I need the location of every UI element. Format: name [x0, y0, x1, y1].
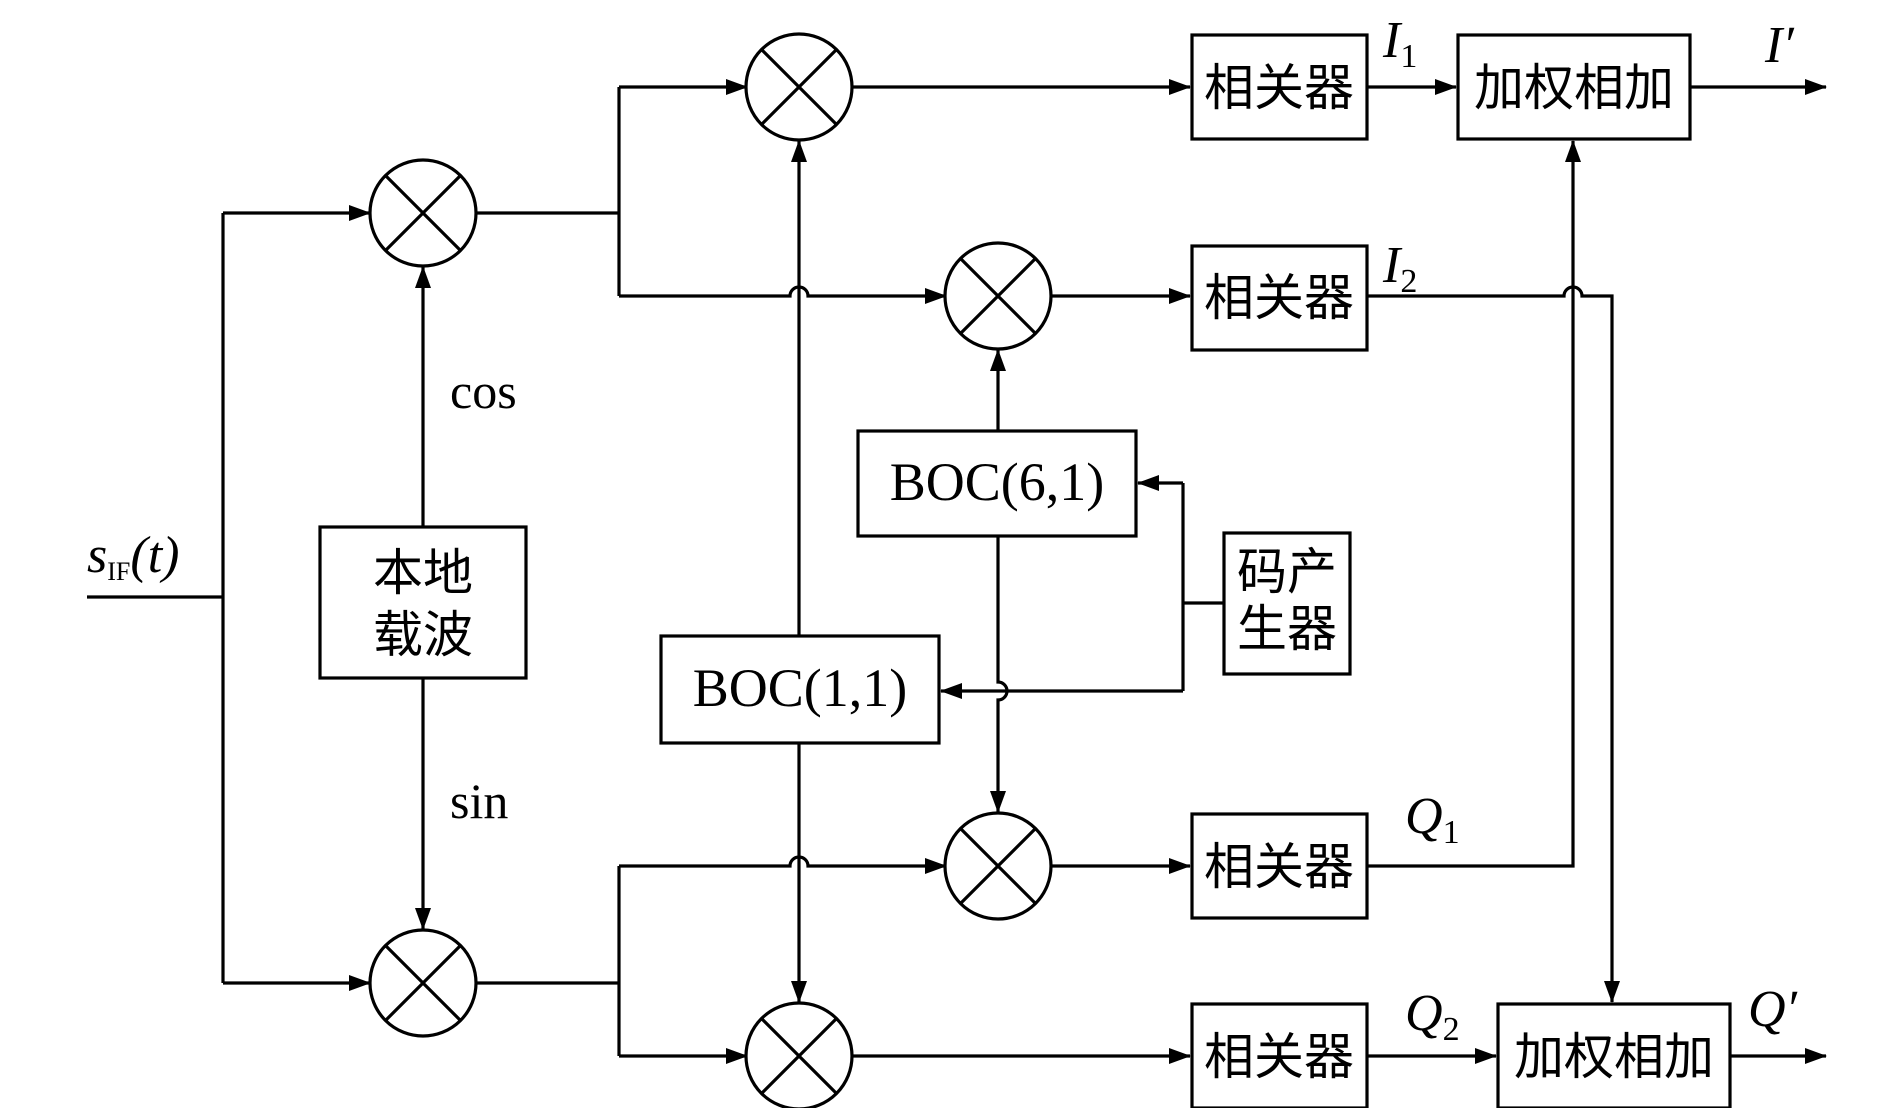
i1-label: I1 [1382, 12, 1417, 75]
mixer-input-cos [368, 158, 478, 268]
i-prime-output-label: I′ [1764, 17, 1795, 74]
mixer-q1 [943, 811, 1053, 921]
boc-6-1-label: BOC(6,1) [890, 452, 1105, 512]
q-prime-output-label: Q′ [1748, 981, 1799, 1038]
input-signal-label: sIF(t) [87, 527, 179, 586]
code-generator-line1: 码产 [1237, 543, 1337, 601]
signal-wires [87, 79, 1827, 1064]
sin-label: sin [450, 773, 508, 829]
local-carrier-line2: 载波 [373, 606, 473, 664]
q2-label: Q2 [1405, 985, 1460, 1048]
correlator-i2: 相关器 [1190, 244, 1369, 352]
boc-6-1-block: BOC(6,1) [856, 429, 1138, 538]
cos-label: cos [450, 363, 517, 419]
local-carrier-block: 本地 载波 [318, 525, 528, 680]
code-generator-line2: 生器 [1237, 600, 1337, 658]
correlator-q2: 相关器 [1190, 1002, 1369, 1108]
correlator-q1: 相关器 [1190, 812, 1369, 920]
mixer-q2 [744, 1001, 854, 1108]
code-generator-block: 码产 生器 [1222, 531, 1352, 676]
i2-label: I2 [1382, 237, 1417, 300]
boc-1-1-label: BOC(1,1) [693, 658, 908, 718]
q1-label: Q1 [1405, 788, 1460, 851]
correlator-q2-label: 相关器 [1204, 1028, 1354, 1086]
combiner-i: 加权相加 [1456, 33, 1692, 141]
local-carrier-line1: 本地 [373, 544, 473, 602]
mixer-i1 [744, 32, 854, 142]
mixer-input-sin [368, 928, 478, 1038]
boc-1-1-block: BOC(1,1) [659, 634, 941, 745]
correlator-i1-label: 相关器 [1204, 59, 1354, 117]
correlator-q1-label: 相关器 [1204, 838, 1354, 896]
correlator-i1: 相关器 [1190, 33, 1369, 141]
combiner-q-label: 加权相加 [1514, 1028, 1714, 1086]
combiner-i-label: 加权相加 [1474, 59, 1674, 117]
combiner-q: 加权相加 [1496, 1002, 1732, 1108]
mixer-i2 [943, 241, 1053, 351]
correlator-i2-label: 相关器 [1204, 269, 1354, 327]
